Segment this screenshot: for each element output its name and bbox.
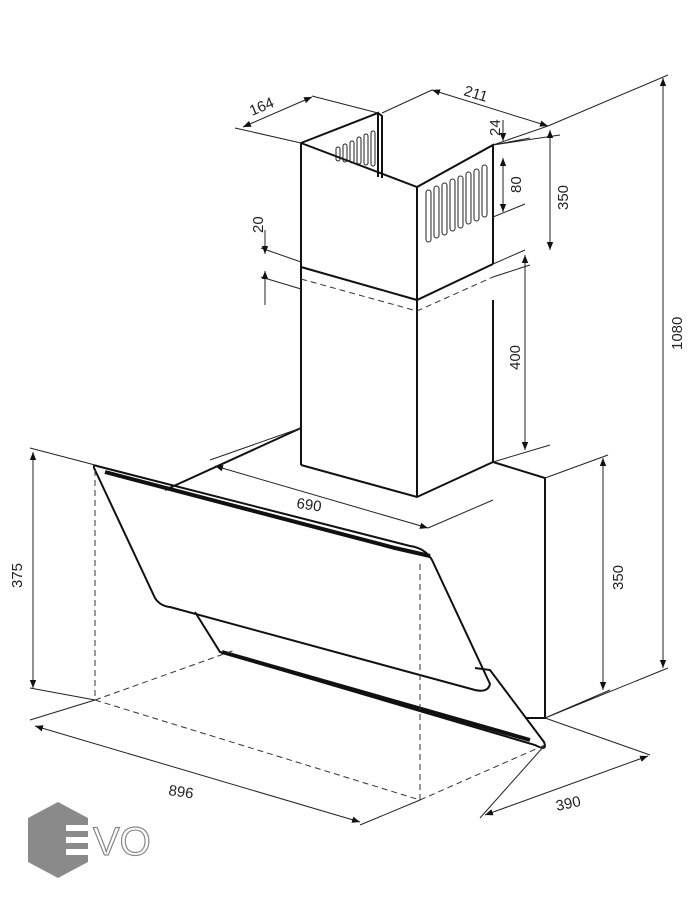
vent-slots	[335, 130, 488, 243]
hood-body	[92, 427, 546, 749]
dim-350-body: 350	[610, 565, 627, 590]
dim-896: 896	[167, 782, 194, 802]
dim-390: 390	[554, 793, 582, 815]
dim-400: 400	[507, 345, 524, 370]
footprint-lines	[94, 470, 546, 801]
lower-chimney	[300, 300, 494, 499]
dim-24: 24	[487, 119, 504, 136]
dim-1080: 1080	[669, 317, 686, 350]
upper-chimney	[300, 111, 494, 497]
evo-logo: VO	[28, 802, 151, 878]
dim-350-upper: 350	[555, 185, 572, 210]
dim-80: 80	[508, 176, 525, 193]
dim-690: 690	[295, 495, 322, 515]
dim-211: 211	[462, 83, 490, 106]
logo-text: VO	[93, 820, 151, 864]
dim-164: 164	[247, 94, 277, 119]
dimension-arrows	[29, 78, 667, 823]
dim-20: 20	[250, 216, 267, 233]
dim-375: 375	[9, 563, 26, 588]
